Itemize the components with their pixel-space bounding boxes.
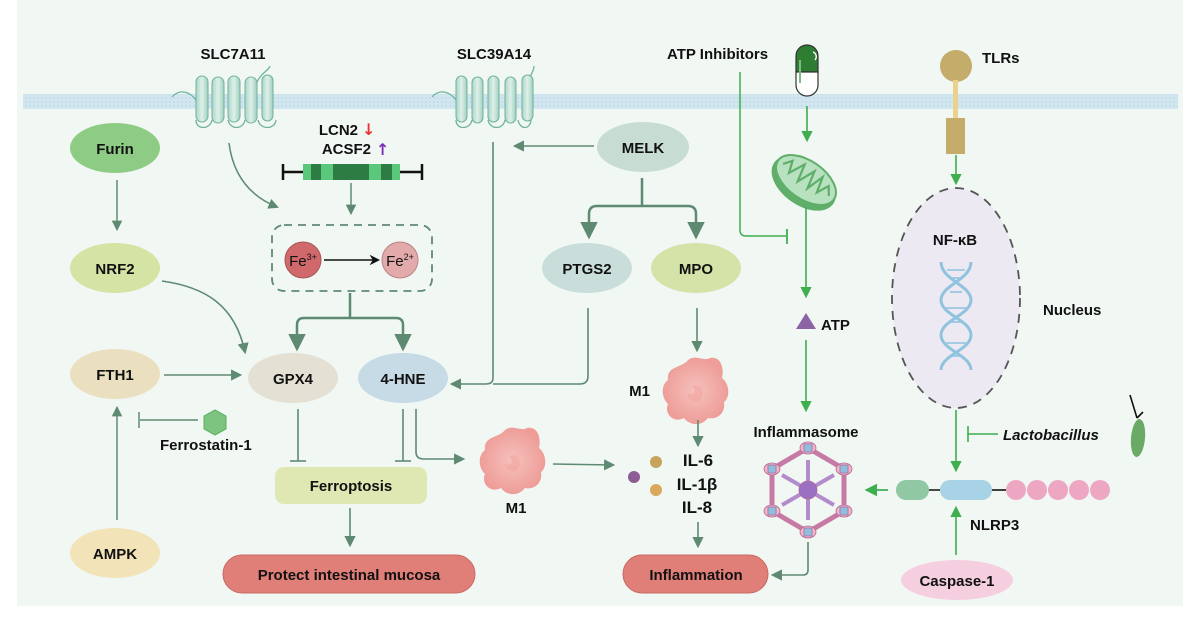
m1-macrophage-top-icon	[662, 357, 729, 425]
nfkb-label: NF-κB	[933, 232, 977, 249]
il8-label: IL-8	[682, 498, 712, 517]
mitochondrion-icon	[771, 154, 837, 211]
gene-bar-icon	[281, 164, 424, 180]
ptgs2-label: PTGS2	[562, 261, 611, 278]
fe3-label: Fe3+	[289, 252, 317, 270]
arrow-slc39a14-to-hne	[449, 142, 494, 390]
il1b-label: IL-1β	[677, 475, 718, 494]
inflammation-label: Inflammation	[649, 567, 742, 584]
hne-node	[358, 353, 448, 403]
fe2-label: Fe2+	[386, 252, 414, 270]
slc7a11-transporter	[171, 65, 277, 129]
fe2-ion-icon	[381, 241, 419, 279]
acsf2-label: ACSF2	[322, 141, 371, 158]
inflammasome-label: Inflammasome	[753, 424, 858, 441]
inhibit-lactobacillus-to-nlrp3	[967, 426, 998, 442]
atp-triangle-icon	[796, 313, 816, 329]
ampk-label: AMPK	[93, 546, 137, 563]
arrow-slc7a11-to-iron	[228, 142, 279, 209]
cytokine-dot-gold-1	[650, 456, 662, 468]
melk-node	[597, 122, 689, 172]
arrow-melk-to-ptgs2-mpo	[580, 178, 705, 240]
m1-bottom-label: M1	[506, 500, 527, 517]
m1-top-label: M1	[629, 383, 650, 400]
nrf2-node	[70, 243, 160, 293]
inhibit-atp-inhibitors-to-atp	[739, 72, 786, 237]
pill-icon	[795, 44, 819, 97]
atp-label: ATP	[821, 317, 850, 334]
tlr-receptor-icon	[940, 50, 972, 154]
lactobacillus-bacterium-icon	[1129, 394, 1146, 457]
nlrp3-label: NLRP3	[970, 517, 1019, 534]
nlrp3-protein-icon	[896, 480, 1110, 500]
arrow-ptgs2-to-hne	[493, 308, 589, 385]
lactobacillus-label: Lactobacillus	[1003, 427, 1099, 444]
ampk-node	[70, 528, 160, 578]
fth1-node	[70, 349, 160, 399]
arrow-inflammasome-to-inflammation	[770, 542, 809, 581]
hne-label: 4-HNE	[380, 371, 425, 388]
cell-membrane	[23, 94, 1178, 109]
furin-label: Furin	[96, 141, 134, 158]
lcn2-down-arrow-icon: ↓	[362, 120, 375, 139]
cytokine-dot-purple	[628, 471, 640, 483]
nucleus-label: Nucleus	[1043, 302, 1101, 319]
inhibit-hne-to-ferroptosis	[395, 409, 411, 462]
ferrostatin-label: Ferrostatin-1	[160, 437, 252, 454]
inhibit-ferrostatin-to-fth1	[138, 412, 198, 428]
dna-helix-icon	[939, 261, 973, 371]
arrow-hne-to-m1	[415, 409, 466, 465]
m1-macrophage-bottom-icon	[479, 427, 546, 495]
gpx4-label: GPX4	[273, 371, 314, 388]
acsf2-up-arrow-icon: ↑	[376, 140, 389, 159]
mpo-label: MPO	[679, 261, 714, 278]
caspase1-node	[901, 560, 1013, 600]
inflammasome-complex-icon	[763, 441, 853, 539]
inhibit-gpx4-to-ferroptosis	[290, 409, 306, 462]
slc39a14-transporter	[431, 65, 535, 129]
ferroptosis-node	[275, 467, 427, 504]
slc39a14-label: SLC39A14	[457, 46, 532, 63]
arrow-m1-to-cytokines-2	[552, 459, 616, 471]
furin-node	[70, 123, 160, 173]
caspase1-label: Caspase-1	[919, 573, 994, 590]
nucleus-node	[891, 187, 1021, 409]
ferrostatin-hexagon-icon	[203, 409, 227, 436]
ferroptosis-label: Ferroptosis	[310, 478, 393, 495]
lcn2-label: LCN2	[319, 122, 358, 139]
fth1-label: FTH1	[96, 367, 134, 384]
ptgs2-node	[542, 243, 632, 293]
protect-mucosa-label: Protect intestinal mucosa	[258, 567, 441, 584]
tlrs-label: TLRs	[982, 50, 1020, 67]
slc7a11-label: SLC7A11	[200, 46, 265, 63]
nrf2-label: NRF2	[95, 261, 134, 278]
gpx4-node	[248, 353, 338, 403]
arrow-nrf2-to-gpx4	[161, 280, 249, 355]
mpo-node	[651, 243, 741, 293]
atp-inhibitors-label: ATP Inhibitors	[667, 46, 768, 63]
cytokine-dot-gold-2	[650, 484, 662, 496]
fe3-ion-icon	[284, 241, 322, 279]
melk-label: MELK	[622, 140, 665, 157]
protect-mucosa-node	[222, 554, 476, 594]
arrow-iron-to-gpx4-hne	[288, 293, 412, 352]
iron-conversion-box	[271, 224, 433, 292]
inflammation-node	[622, 554, 769, 594]
il6-label: IL-6	[683, 451, 713, 470]
